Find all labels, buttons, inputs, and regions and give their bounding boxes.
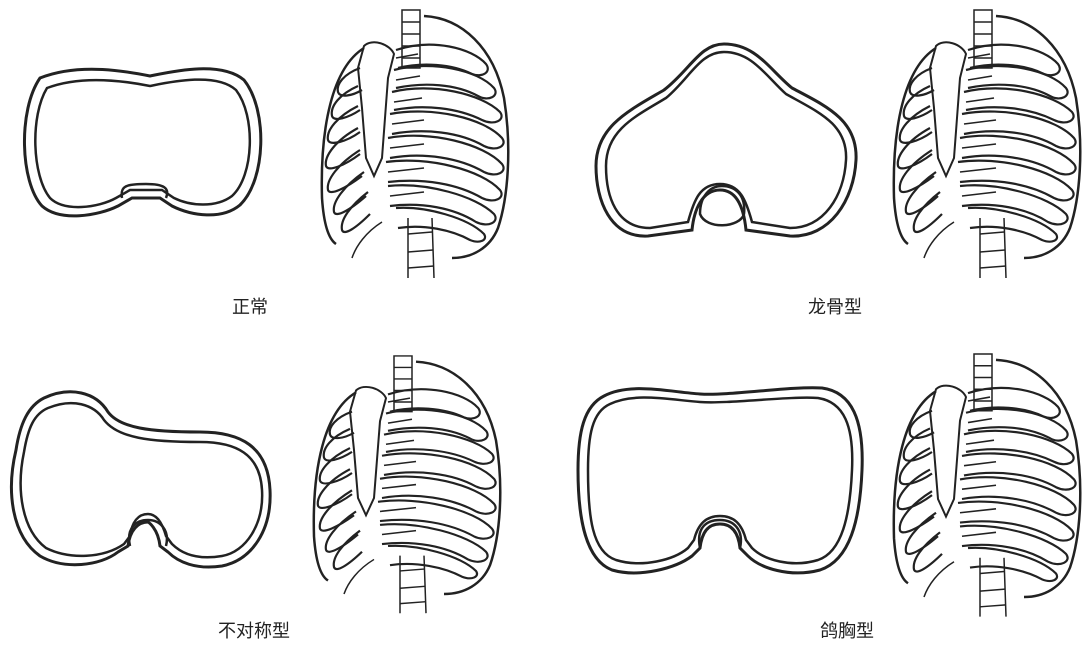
cross-section-normal — [24, 69, 260, 216]
ribcage-asymmetric — [314, 356, 500, 613]
panel-asymmetric — [11, 356, 500, 613]
caption-pigeon: 鸽胸型 — [820, 622, 874, 642]
caption-normal: 正常 — [232, 298, 268, 318]
ribcage-normal — [322, 10, 508, 278]
panel-keel — [596, 10, 1080, 278]
cross-section-keel — [596, 44, 856, 236]
ribcage-keel — [894, 10, 1080, 278]
cross-section-pigeon — [578, 388, 862, 573]
cross-section-asymmetric — [11, 392, 270, 567]
caption-asymmetric: 不对称型 — [218, 622, 290, 642]
panel-pigeon — [578, 354, 1080, 617]
caption-keel: 龙骨型 — [808, 298, 862, 318]
ribcage-pigeon — [894, 354, 1080, 617]
panel-normal — [24, 10, 508, 278]
